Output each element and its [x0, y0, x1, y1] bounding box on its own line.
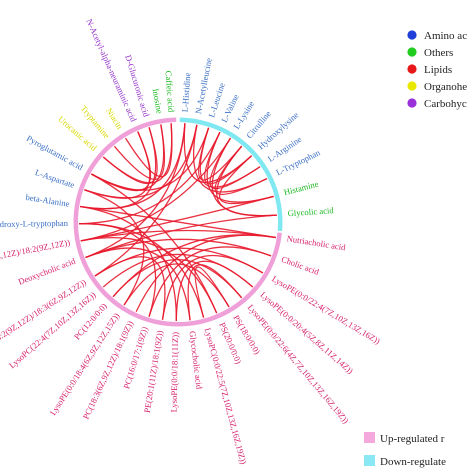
legend-label-carbo: Carbohyc — [424, 98, 467, 110]
chord-link — [112, 234, 276, 298]
chord-link — [84, 189, 145, 306]
legend-dot-amino — [407, 30, 417, 40]
legend-dot-carbo — [407, 98, 417, 108]
chord-link — [148, 246, 272, 317]
class-legend: Amino ac Others Lipids Organohe Carbohyc — [407, 30, 467, 110]
chord-link — [187, 264, 243, 321]
metabolite-label: L-Histidine — [180, 72, 193, 112]
legend-swatch-up — [364, 432, 375, 443]
chord-link — [84, 131, 151, 199]
legend-label-amino: Amino ac — [424, 30, 467, 42]
legend-dot-others — [407, 47, 417, 57]
chord-link — [94, 124, 198, 277]
chord-link — [85, 123, 186, 259]
legend-label-organo: Organohe — [424, 81, 467, 93]
regulation-legend: Up-regulated r Down-regulate — [364, 432, 446, 468]
chord-link — [183, 123, 253, 183]
legend-label-down: Down-regulate — [380, 456, 446, 468]
metabolite-label: Cholic acid — [280, 254, 321, 277]
chord-link — [80, 205, 276, 239]
chord-link — [194, 266, 230, 318]
metabolite-label: LysoPC(0:0/22:5(7Z,10Z,13Z,16Z,19Z)) — [203, 327, 249, 466]
chord-link — [80, 205, 177, 321]
legend-label-up: Up-regulated r — [380, 433, 445, 445]
chord-link — [85, 214, 277, 259]
chord-link — [161, 255, 264, 320]
chord-link — [102, 127, 158, 185]
chord-link — [80, 195, 274, 242]
metabolite-label: Nutriacholic acid — [286, 233, 347, 252]
chord-link — [79, 132, 221, 225]
legend-label-lipids: Lipids — [424, 64, 452, 76]
metabolite-label: Pyroglutamic acid — [25, 133, 85, 173]
chord-link — [80, 127, 157, 210]
chord-link — [192, 124, 268, 193]
metabolite-label: LysoPE(0:0/18:1(11Z)) — [169, 332, 180, 413]
legend-dot-organo — [407, 81, 417, 91]
chord-links — [79, 123, 277, 321]
metabolite-label: beta-Alanine — [25, 192, 71, 209]
metabolite-label: Histamine — [283, 179, 320, 198]
chord-link — [79, 223, 157, 317]
metabolite-label: Caffeic acid — [163, 70, 176, 113]
chord-link — [85, 247, 191, 321]
metabolite-label: Glycocholic acid — [187, 330, 204, 390]
metabolite-label: Deoxycholic acid — [17, 256, 78, 287]
metabolite-label: Inosine — [151, 88, 165, 115]
chord-link — [175, 260, 254, 321]
legend-dot-lipids — [407, 64, 417, 74]
metabolite-label: 5-Hydroxy-L-tryptophan — [0, 218, 69, 230]
metabolite-label: Glycolic acid — [287, 205, 334, 218]
chord-link — [199, 127, 261, 188]
legend-label-others: Others — [424, 47, 453, 59]
legend-swatch-down — [364, 455, 375, 466]
chord-link — [216, 145, 277, 217]
chord-link — [80, 137, 232, 242]
chord-link — [102, 123, 173, 184]
metabolite-label: L-Aspartate — [34, 167, 76, 190]
